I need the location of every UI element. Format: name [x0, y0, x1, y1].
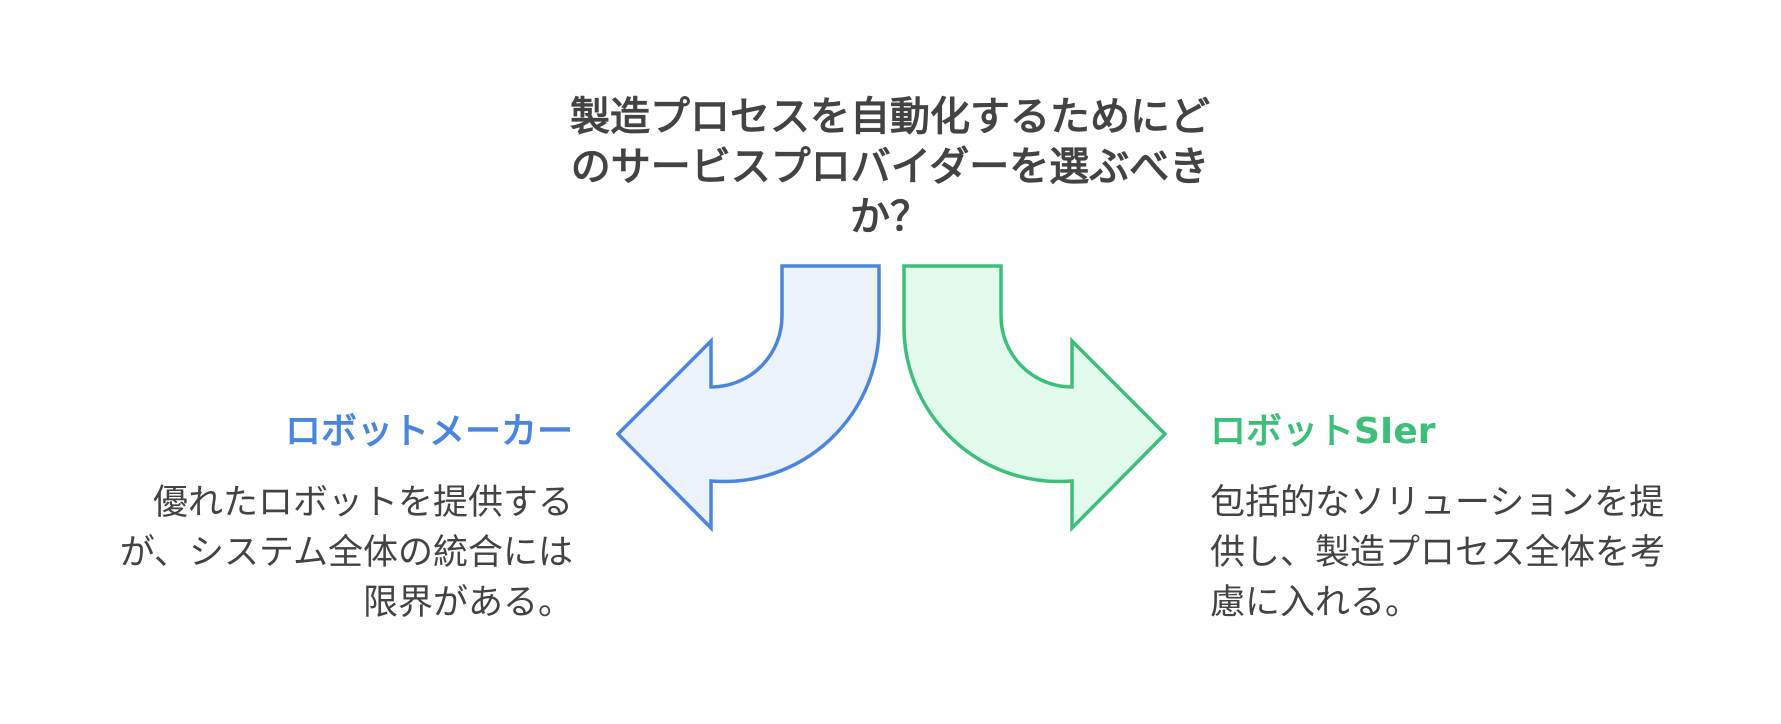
option-desc-robot-maker: 優れたロボットを提供する が、システム全体の統合には 限界がある。: [120, 478, 573, 628]
desc-line: 慮に入れる。: [1210, 583, 1421, 623]
question-line-3: か？: [850, 194, 930, 240]
question-line-2: のサービスプロバイダーを選ぶべき: [570, 144, 1210, 190]
left-arrow-icon: [615, 264, 881, 533]
question-line-1: 製造プロセスを自動化するためにど: [570, 94, 1210, 140]
decision-question: 製造プロセスを自動化するためにど のサービスプロバイダーを選ぶべき か？: [550, 92, 1230, 242]
desc-line: 限界がある。: [362, 583, 573, 623]
desc-line: 優れたロボットを提供する: [152, 483, 573, 523]
desc-line: 供し、製造プロセス全体を考: [1210, 533, 1666, 573]
desc-line: が、システム全体の統合には: [119, 533, 573, 573]
desc-line: 包括的なソリューションを提: [1210, 483, 1665, 523]
right-arrow-icon: [902, 264, 1168, 533]
option-desc-robot-sier: 包括的なソリューションを提 供し、製造プロセス全体を考 慮に入れる。: [1210, 478, 1665, 628]
option-title-robot-sier: ロボットSIer: [1210, 411, 1436, 452]
option-title-robot-maker: ロボットメーカー: [284, 411, 573, 452]
